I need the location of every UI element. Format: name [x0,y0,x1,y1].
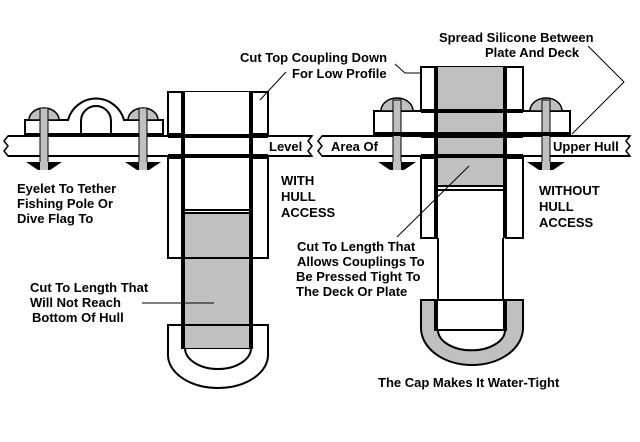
label-cut-length-bottom-1: Cut To Length That [30,280,149,295]
bolt-left-2 [125,107,161,170]
leader-cut-top-coupling [259,71,287,101]
label-with-hull-access-1: WITH [281,173,314,188]
label-area-of: Area Of [331,139,379,154]
label-eyelet-1: Eyelet To Tether [17,181,116,196]
label-without-hull-access-3: ACCESS [539,215,594,230]
eyelet-bracket [24,97,164,135]
label-without-hull-access-2: HULL [539,199,574,214]
right-end-cap [420,299,524,366]
label-cut-top-coupling-2: For Low Profile [292,66,387,81]
left-pipe [168,92,268,356]
label-cut-length-couplings-3: Be Pressed Tight To [296,269,421,284]
label-eyelet-2: Fishing Pole Or [17,196,113,211]
label-spread-silicone-1: Spread Silicone Between [439,30,594,45]
label-cut-length-bottom-3: Bottom Of Hull [32,310,124,325]
hull-deck-left [3,135,314,157]
label-cut-top-coupling-1: Cut Top Coupling Down [240,50,387,65]
label-cut-length-couplings-2: Allows Couplings To [297,254,425,269]
label-cap-watertight: The Cap Makes It Water-Tight [378,375,560,390]
leader-low-profile [394,63,420,74]
label-cut-length-couplings-4: The Deck Or Plate [296,284,407,299]
label-spread-silicone-2: Plate And Deck [485,45,580,60]
label-without-hull-access-1: WITHOUT [539,183,600,198]
label-with-hull-access-2: HULL [281,189,316,204]
label-level: Level [269,139,302,154]
bolt-left-1 [26,107,62,170]
left-end-cap [167,324,269,389]
label-eyelet-3: Dive Flag To [17,211,93,226]
leader-spread-silicone [571,45,625,135]
label-cut-length-couplings-1: Cut To Length That [297,239,416,254]
label-cut-length-bottom-2: Will Not Reach [30,295,121,310]
label-with-hull-access-3: ACCESS [281,205,336,220]
leader-cut-length-couplings [396,165,470,238]
label-upper-hull: Upper Hull [553,139,619,154]
